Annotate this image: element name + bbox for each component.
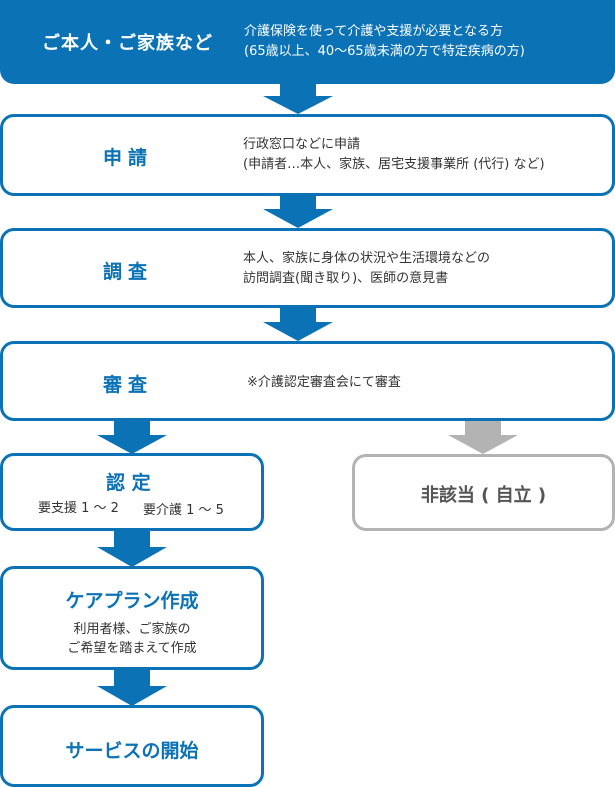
- header-description: 介護保険を使って介護や支援が必要となる方 (65歳以上、40〜65歳未満の方で特…: [244, 22, 525, 62]
- step-survey-desc: 本人、家族に身体の状況や生活環境などの 訪問調査(聞き取り)、医師の意見書: [243, 249, 490, 289]
- step-review-title: 審査: [103, 374, 154, 396]
- certification-title: 認 定: [106, 472, 151, 494]
- step-application-desc: 行政窓口などに申請 (申請者…本人、家族、居宅支援事業所 (代行) など): [243, 135, 545, 175]
- service-start-title: サービスの開始: [65, 740, 199, 762]
- down-arrow-icon: [263, 84, 333, 114]
- step-survey-desc-line2: 訪問調査(聞き取り)、医師の意見書: [243, 271, 449, 286]
- not-applicable-label: 非該当 ( 自立 ): [420, 485, 547, 506]
- step-review-box: 審査 ※介護認定審査会にて審査: [0, 341, 615, 421]
- certification-box: 認 定 要支援 1 〜 2 要介護 1 〜 5: [0, 453, 264, 531]
- care-plan-line1: 利用者様、ご家族の: [73, 622, 191, 637]
- step-application-desc-line2: (申請者…本人、家族、居宅支援事業所 (代行) など): [243, 157, 545, 172]
- header-desc-line2: (65歳以上、40〜65歳未満の方で特定疾病の方): [244, 44, 525, 59]
- down-arrow-icon: [263, 308, 333, 341]
- step-survey-desc-line1: 本人、家族に身体の状況や生活環境などの: [243, 251, 491, 266]
- down-arrow-icon: [97, 670, 167, 706]
- service-start-box: サービスの開始: [0, 705, 264, 787]
- certification-support-level: 要支援 1 〜 2: [38, 501, 119, 516]
- down-arrow-icon: [97, 421, 167, 454]
- step-application-box: 申請 行政窓口などに申請 (申請者…本人、家族、居宅支援事業所 (代行) など): [0, 114, 615, 196]
- care-plan-title: ケアプラン作成: [65, 590, 199, 612]
- header-desc-line1: 介護保険を使って介護や支援が必要となる方: [244, 24, 503, 39]
- care-plan-box: ケアプラン作成 利用者様、ご家族の ご希望を踏まえて作成: [0, 566, 264, 670]
- care-plan-line2: ご希望を踏まえて作成: [67, 641, 197, 656]
- not-applicable-box: 非該当 ( 自立 ): [352, 454, 615, 531]
- header-box: ご本人・ご家族など 介護保険を使って介護や支援が必要となる方 (65歳以上、40…: [0, 0, 615, 84]
- step-survey-box: 調査 本人、家族に身体の状況や生活環境などの 訪問調査(聞き取り)、医師の意見書: [0, 228, 615, 308]
- step-application-desc-line1: 行政窓口などに申請: [243, 137, 361, 152]
- down-arrow-icon: [97, 531, 167, 567]
- down-arrow-icon: [263, 196, 333, 228]
- header-title: ご本人・ご家族など: [42, 33, 213, 54]
- step-review-desc: ※介護認定審査会にて審査: [247, 375, 401, 390]
- step-survey-title: 調査: [103, 261, 154, 283]
- certification-care-level: 要介護 1 〜 5: [143, 503, 224, 518]
- down-arrow-gray-icon: [448, 421, 518, 454]
- step-application-title: 申請: [103, 147, 154, 169]
